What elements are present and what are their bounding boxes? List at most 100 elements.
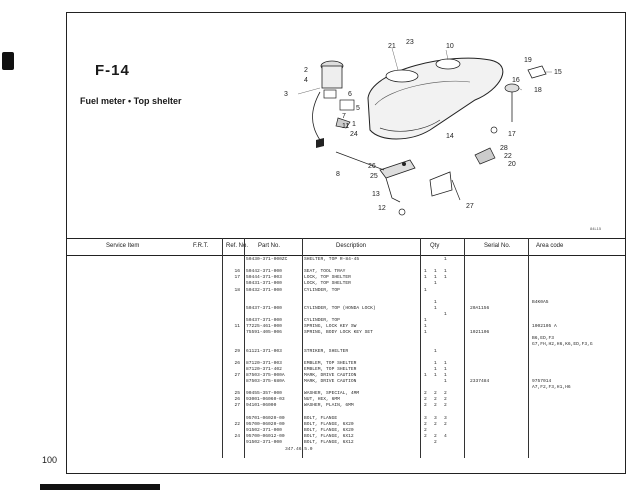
- cell-part-no: 91502-371-000: [246, 427, 282, 433]
- table-row: G7,FH,H2,H6,K6,ED,F3,G: [0, 342, 640, 348]
- table-row: [0, 410, 640, 416]
- cell-qty-2: 2: [434, 391, 437, 397]
- cell-part-no: 91502-371-000: [246, 440, 282, 445]
- callout-14: 14: [446, 133, 454, 140]
- cell-description: BOLT, FLANGE, 6X20: [304, 421, 354, 427]
- cell-description: BOLT, FLANGE, 6X12: [304, 433, 354, 439]
- header-frt: F.R.T.: [193, 243, 209, 249]
- cell-part-no: 95701-06020-00: [246, 415, 285, 421]
- cell-part-no: 50431-371-000: [246, 281, 282, 287]
- table-row: [0, 294, 640, 300]
- cell-qty-1: 1: [424, 269, 427, 275]
- cell-description: MARK, DRIVE CAUTION: [304, 372, 357, 378]
- column-divider: [420, 238, 421, 458]
- cell-area-code: G7,FH,H2,H6,K6,ED,F3,G: [532, 342, 593, 348]
- column-divider: [464, 238, 465, 458]
- cell-qty-1: 1: [424, 330, 427, 336]
- cell-description: BOLT, FLANGE: [304, 415, 338, 421]
- callout-10: 10: [446, 43, 454, 50]
- cell-part-no: 95700-06012-00: [246, 433, 285, 439]
- callout-7: 7: [342, 113, 346, 120]
- cell-qty-3: 1: [444, 269, 447, 275]
- cell-description: SHELTER, TOP R-84-45: [304, 257, 360, 262]
- table-row: B6,ED,F3: [0, 336, 640, 342]
- scan-mark-bottom: [40, 484, 160, 490]
- cell-qty-3: 1: [444, 311, 447, 317]
- cell-part-no: 95700-06020-00: [246, 421, 285, 427]
- cell-qty-3: 1: [444, 379, 447, 384]
- cell-qty-1: 2: [424, 427, 427, 433]
- cell-serial-no: 20A1156: [470, 305, 490, 311]
- callout-21: 21: [388, 43, 396, 50]
- cell-ref-no: 22: [234, 421, 240, 427]
- callout-23: 23: [406, 39, 414, 46]
- cell-description: CYLINDER, TOP: [304, 318, 340, 323]
- cell-description: WASHER, SPECIAL, 4MM: [304, 391, 360, 397]
- cell-qty-3: 1: [444, 372, 447, 378]
- cell-description: CYLINDER, TOP: [304, 287, 340, 293]
- cell-serial-no: 1021106: [470, 330, 490, 336]
- table-row: A7,F2,F3,H1,H6: [0, 385, 640, 391]
- cell-ref-no: 18: [234, 287, 240, 293]
- callout-26: 26: [368, 163, 376, 170]
- callout-15: 15: [554, 69, 562, 76]
- header-area-code: Area code: [536, 243, 564, 249]
- cell-area-code: 9757014: [532, 379, 552, 384]
- cell-qty-2: 2: [434, 421, 437, 427]
- callout-8: 8: [336, 171, 340, 178]
- cell-part-no: 50444-371-003: [246, 275, 282, 281]
- callout-6: 6: [348, 91, 352, 98]
- cell-qty-3: 4: [444, 433, 447, 439]
- column-divider: [222, 238, 223, 458]
- header-description: Description: [336, 243, 367, 249]
- callout-27: 27: [466, 203, 474, 210]
- cell-qty-3: 2: [444, 397, 447, 403]
- cell-qty-1: 1: [424, 275, 427, 281]
- callout-17: 17: [508, 131, 516, 138]
- cell-part-no: 87503-375-680A: [246, 379, 285, 384]
- cell-qty-2: 2: [434, 397, 437, 403]
- cell-description: STRIKER, SHELTER: [304, 348, 349, 354]
- cell-part-no: 75591-405-006: [246, 330, 282, 336]
- exploded-parts-diagram: 21 23 10 2 15 19 4 3 6 5 16 18 7 11 1 24…: [284, 39, 562, 216]
- cell-qty-2: 2: [434, 433, 437, 439]
- cell-ref-no: 27: [234, 372, 240, 378]
- cell-qty-2: 1: [434, 269, 437, 275]
- callout-25: 25: [370, 173, 378, 180]
- cell-description: CYLINDER, TOP (HONDA LOCK): [304, 305, 376, 311]
- header-serial-no: Serial No.: [484, 243, 511, 249]
- cell-part-no: 94101-06000: [246, 403, 277, 409]
- cell-description: LOCK, TOP SHELTER: [304, 275, 351, 281]
- cell-part-no: 50432-371-000: [246, 287, 282, 293]
- callout-12: 12: [378, 205, 386, 212]
- cell-qty-3: 2: [444, 421, 447, 427]
- cell-qty-2: 3: [434, 415, 437, 421]
- cell-description: SPRING, BODY LOCK KEY SET: [304, 330, 373, 336]
- column-divider: [302, 238, 303, 458]
- cell-qty-2: 1: [434, 281, 437, 287]
- cell-description: BOLT, FLANGE, 6X12: [304, 440, 354, 445]
- cell-qty-1: 2: [424, 421, 427, 427]
- cell-qty-1: 1: [424, 372, 427, 378]
- cell-description: MARK, DRIVE CAUTION: [304, 379, 357, 384]
- column-divider: [528, 238, 529, 458]
- cell-qty-2: 1: [434, 366, 437, 372]
